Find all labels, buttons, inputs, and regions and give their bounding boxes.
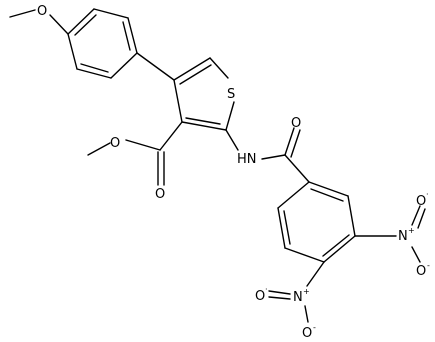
bond-benz-c-inner [322, 234, 350, 257]
bond-thiophene-s-c2 [225, 101, 235, 131]
bond-amide-carbonyl-2 [290, 129, 301, 158]
bond-ring-d [110, 52, 138, 79]
bond-benz-b [347, 195, 356, 237]
bond-nitro-right-o-top-2 [417, 208, 426, 229]
bond-ring-c-inner [122, 21, 131, 51]
bond-thiophene-c5-s [209, 57, 229, 79]
bond-amide-ring [284, 154, 310, 183]
atom-s-thiophene: S [227, 87, 235, 102]
charge-minus-nitro-bottom-bottom: - [313, 323, 316, 332]
bond-ring-e [76, 68, 112, 79]
bond-benz-e [277, 207, 286, 249]
bond-thiophene-c2-c3 [181, 121, 227, 131]
charge-plus-nitro-bottom: + [303, 287, 310, 296]
bond-nh-amide [261, 154, 286, 160]
bond-thiophene-c4-c5 [173, 57, 211, 81]
atom-o-nitro-right-bottom: O [416, 264, 426, 279]
atom-labels: O S O O O HN N + O · O - N + O · O - [37, 4, 430, 341]
bond-methoxy-ring [49, 14, 69, 35]
bonds [9, 8, 426, 323]
bond-nitro-right-o-top-1 [411, 205, 421, 226]
charge-radical-nitro-right-top: · [426, 190, 429, 199]
bond-ring-a-inner [74, 14, 97, 36]
bond-nitro-bottom-o-left-1 [268, 296, 291, 300]
bond-thiophene-c2-c3-inner [185, 117, 221, 125]
bond-benz-e-inner [283, 210, 291, 245]
bond-ring-a [67, 8, 95, 35]
bond-ring-c [127, 17, 138, 54]
atom-o-nitro-right-top: O [416, 194, 426, 209]
bond-thiophene-c3-c4 [173, 79, 183, 123]
bond-ring-f [67, 33, 78, 70]
bond-aryl-thiophene [136, 52, 175, 81]
atom-o-amide-carbonyl: O [291, 116, 301, 131]
bond-benz-d [284, 247, 325, 263]
atom-o-ester-ether: O [110, 136, 120, 151]
bond-benz-nitro-bottom [306, 261, 325, 287]
bond-thiophene-c4-c5-inner [179, 64, 212, 85]
bond-benz-c [323, 235, 356, 263]
bond-ester-methyl [87, 142, 111, 156]
atom-n-nitro-bottom: N [293, 290, 303, 305]
bond-nitro-right-o-bottom [411, 246, 421, 263]
charge-plus-nitro-right: + [408, 226, 415, 235]
bond-ring-b [93, 8, 129, 19]
atom-nh-amide: HN [237, 152, 257, 167]
bond-nitro-bottom-o-bottom [304, 305, 309, 323]
bond-c2-nh [225, 129, 239, 151]
bond-c3-ester [159, 121, 183, 151]
bond-ring-e-inner [80, 63, 109, 73]
atom-o-methoxy: O [37, 4, 47, 19]
bond-benz-a-inner [310, 188, 344, 202]
bond-amide-carbonyl-1 [284, 127, 295, 156]
atom-o-nitro-bottom-left: O [255, 289, 265, 304]
bond-benz-a [308, 181, 349, 197]
bond-methoxy-methyl [9, 9, 36, 18]
bond-benz-f [277, 181, 310, 209]
bond-ester-ether [125, 139, 161, 151]
atom-o-ester-carbonyl: O [155, 187, 165, 202]
atom-o-nitro-bottom-bottom: O [302, 326, 312, 341]
charge-radical-nitro-bottom-left: · [265, 285, 268, 294]
atom-n-nitro-right: N [398, 229, 408, 244]
charge-minus-nitro-right-bottom: - [427, 261, 430, 270]
bond-nitro-bottom-o-left-2 [268, 290, 291, 295]
